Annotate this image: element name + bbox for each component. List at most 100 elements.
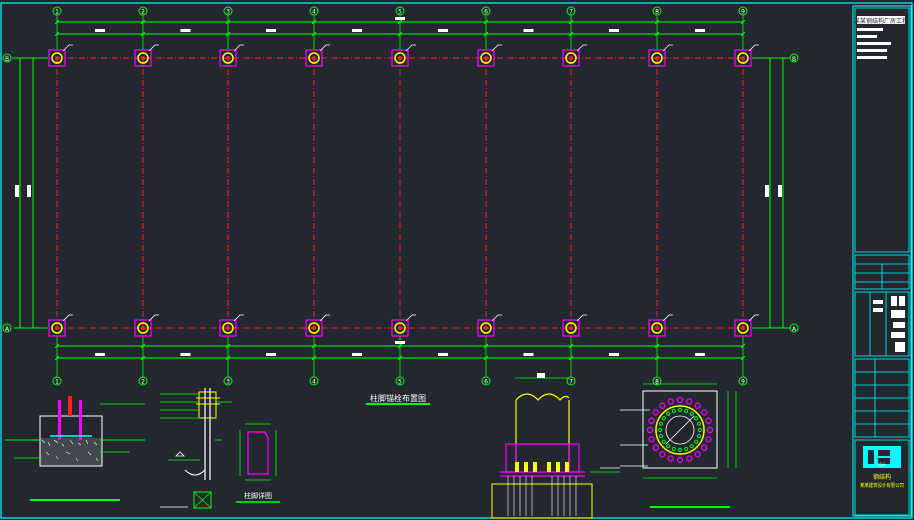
dimension-tick [483, 31, 489, 37]
span-dimension-mark [266, 29, 276, 32]
axis-bubble-top: 1 [52, 6, 62, 16]
span-dimension-mark [438, 29, 448, 32]
inner-ring-bolt [671, 446, 676, 452]
column-base-marker [477, 44, 502, 67]
axis-bubble-top: 7 [566, 6, 576, 16]
inner-ring-bolt [684, 446, 689, 452]
svg-text:A: A [5, 326, 10, 333]
axis-bubble-bottom: 1 [52, 376, 62, 386]
ring-bolt [694, 451, 701, 458]
span-dimension-mark [352, 29, 362, 32]
axis-label-bottom: 6 [484, 379, 488, 386]
inner-ring-bolt [689, 411, 694, 416]
row-axis-bubble-a-left: A [2, 323, 12, 333]
dimension-tick [654, 355, 660, 361]
axis-bubble-bottom: 5 [395, 376, 405, 386]
dimension-tick [311, 31, 317, 37]
dimension-tick [311, 355, 317, 361]
ring-bolt [686, 455, 693, 462]
svg-text:A: A [792, 326, 797, 333]
logo-text: 设计 [878, 461, 886, 467]
dimension-tick [397, 343, 403, 349]
axis-bubble-bottom: 6 [481, 376, 491, 386]
circular-base-plate-plan [620, 383, 737, 508]
column-base-marker [734, 314, 759, 337]
column-base-marker [219, 44, 244, 67]
inner-ring-bolt [658, 421, 664, 426]
ring-bolt [676, 456, 684, 464]
axis-bubble-top: 9 [738, 6, 748, 16]
ring-bolt [686, 398, 693, 405]
dimension-tick [140, 19, 146, 25]
dimension-tick [568, 19, 574, 25]
inner-ring-bolt [677, 407, 683, 413]
span-dimension-mark [352, 353, 362, 356]
dimension-labels [54, 17, 746, 361]
dimension-tick [740, 343, 746, 349]
axis-label-bottom: 4 [312, 379, 316, 386]
axis-label-bottom: 2 [141, 379, 145, 386]
side-dimension-lines [14, 57, 790, 329]
column-base-marker [477, 314, 502, 337]
axis-label-bottom: 5 [398, 379, 402, 386]
dimension-tick [311, 343, 317, 349]
dimension-tick [483, 355, 489, 361]
dimension-tick [311, 19, 317, 25]
column-grid [48, 15, 759, 377]
column-base-marker [134, 314, 159, 337]
stiffener-plate-detail: 柱脚详图 [236, 423, 280, 503]
title-block: 某某钢结构厂房工程 [852, 5, 912, 517]
overall-dimension-mark [395, 17, 405, 20]
axis-bubble-top: 2 [138, 6, 148, 16]
inner-ring-bolt [658, 434, 664, 439]
row-axis-bubble-b-left: B [2, 53, 48, 63]
column-base-marker [562, 314, 587, 337]
footing-section-detail [5, 396, 145, 501]
overall-dimension-mark [395, 341, 405, 344]
column-base-marker [391, 44, 416, 67]
dimension-tick [654, 31, 660, 37]
span-dimension-mark [523, 353, 534, 356]
ring-bolt [648, 436, 655, 443]
axis-label-bottom: 8 [655, 379, 659, 386]
ring-bolt [667, 455, 674, 462]
axis-bubble-top: 8 [652, 6, 662, 16]
span-dimension-mark [180, 29, 191, 32]
dimension-tick [54, 355, 60, 361]
ring-bolt [705, 436, 712, 443]
axis-label-top: 2 [141, 9, 145, 16]
dimension-tick [568, 343, 574, 349]
dimension-tick [140, 355, 146, 361]
dimension-tick [740, 19, 746, 25]
inner-ring-bolt [657, 427, 663, 433]
ring-bolt [659, 451, 666, 458]
axis-label-top: 8 [655, 9, 659, 16]
span-dimension-mark [523, 29, 534, 32]
ring-bolt [676, 396, 684, 404]
column-base-marker [648, 314, 673, 337]
axis-bubble-top: 3 [223, 6, 233, 16]
column-base-marker [305, 44, 330, 67]
span-dimension-mark [266, 353, 276, 356]
axis-label-top: 7 [569, 9, 573, 16]
ring-bolt [705, 417, 712, 424]
dimension-tick [483, 343, 489, 349]
axis-label-bottom: 7 [569, 379, 573, 386]
ring-bolt [646, 426, 654, 434]
axis-label-bottom: 9 [741, 379, 745, 386]
inner-ring-bolt [697, 427, 703, 433]
inner-ring-bolt [694, 416, 699, 421]
axis-bubble-bottom: 9 [738, 376, 748, 386]
dimension-tick [140, 343, 146, 349]
axis-bubble-top: 6 [481, 6, 491, 16]
company-name: 钢结构 [873, 473, 891, 481]
dimension-tick [483, 19, 489, 25]
project-title: 某某钢结构厂房工程 [854, 17, 908, 25]
axis-label-top: 3 [226, 9, 230, 16]
dimension-tick [225, 343, 231, 349]
svg-text:B: B [792, 56, 796, 63]
inner-ring-bolt [684, 408, 689, 414]
dimension-tick [568, 355, 574, 361]
inner-ring-bolt [671, 408, 676, 414]
